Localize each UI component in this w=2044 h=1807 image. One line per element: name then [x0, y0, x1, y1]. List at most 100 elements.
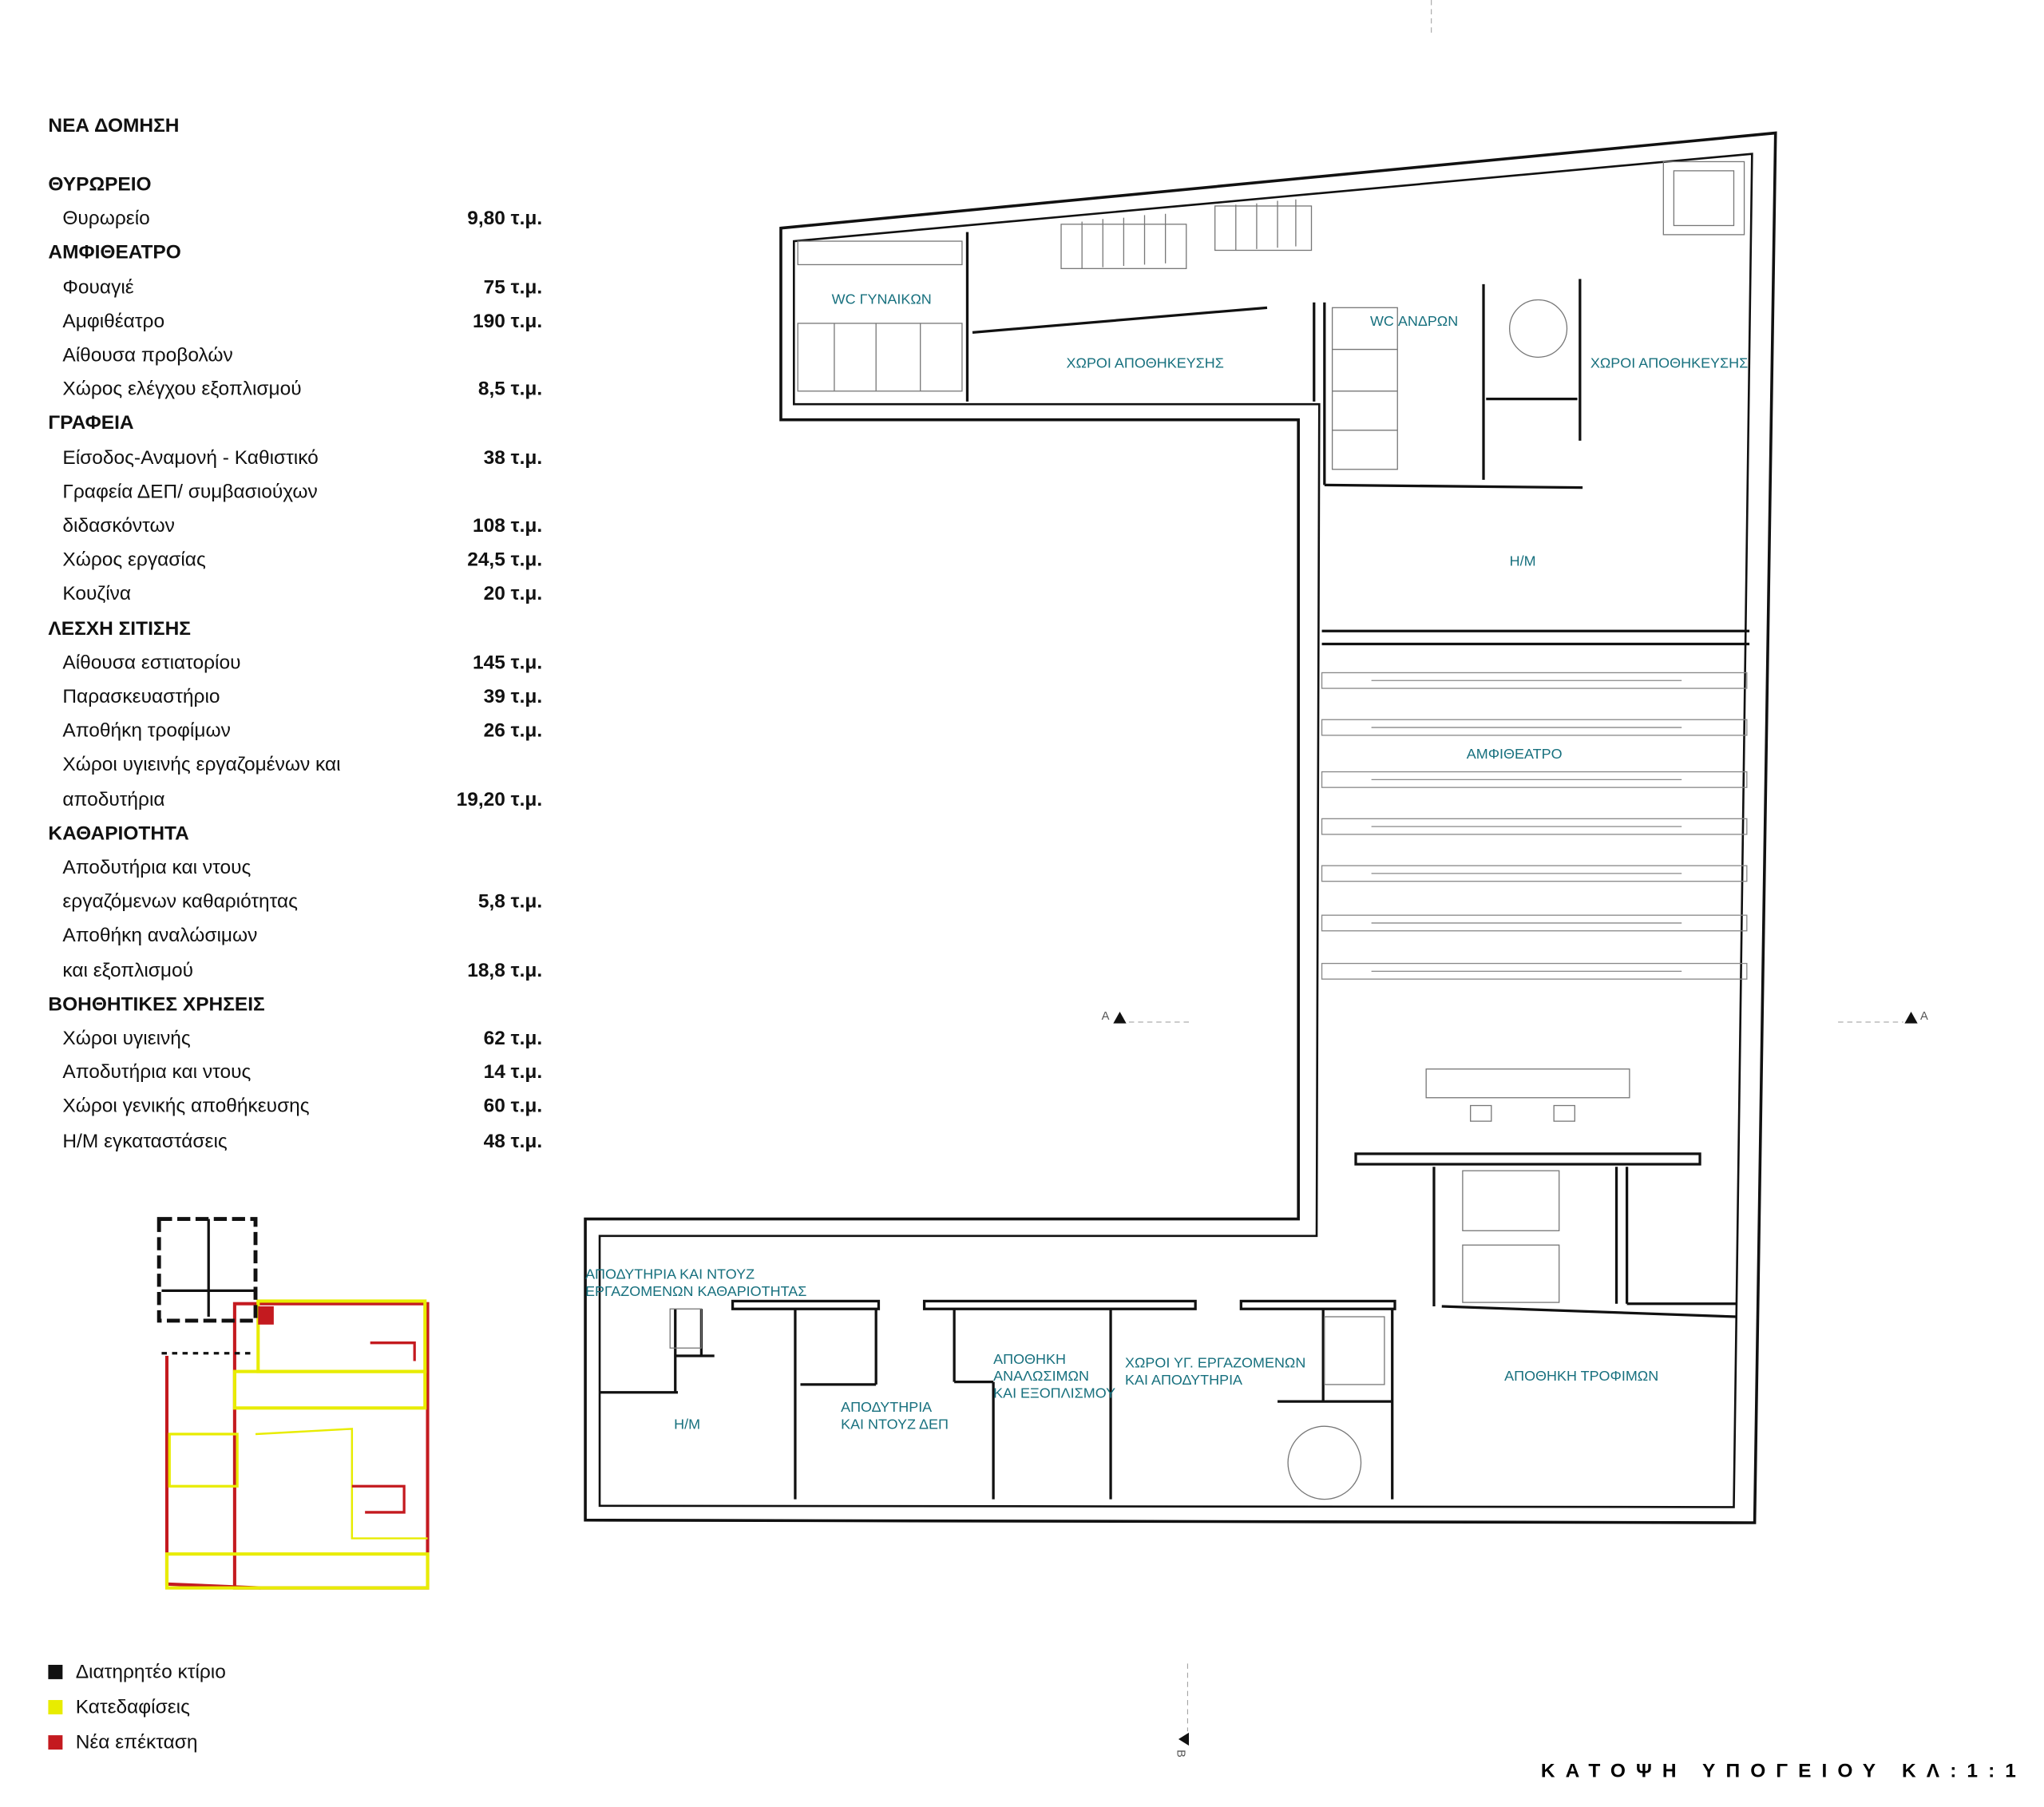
seat-row — [1321, 962, 1748, 980]
schedule-label: αποδυτήρια — [62, 788, 165, 810]
legend-swatch — [48, 1735, 63, 1750]
schedule-label: ΛΕΣΧΗ ΣΙΤΙΣΗΣ — [48, 617, 191, 640]
schedule-row: Χώροι γενικής αποθήκευσης 60 τ.μ. — [0, 1096, 548, 1122]
schedule-area: 19,20 τ.μ. — [456, 788, 543, 810]
seat-row — [1321, 914, 1748, 932]
schedule-label: ΓΡΑΦΕΙΑ — [48, 412, 134, 435]
schedule-heading: ΑΜΦΙΘΕΑΤΡΟ — [0, 242, 548, 268]
schedule-area: 18,8 τ.μ. — [467, 959, 543, 981]
legend-label: Κατεδαφίσεις — [75, 1696, 190, 1718]
schedule-area: 108 τ.μ. — [473, 514, 543, 537]
room-label-storage: ΧΩΡΟΙ ΑΠΟΘΗΚΕΥΣΗΣ — [1590, 355, 1749, 372]
legend-item: Κατεδαφίσεις — [48, 1696, 190, 1718]
section-a-right-arrow-icon — [1904, 1011, 1918, 1024]
room-label-food-storage: ΑΠΟΘΗΚΗ ΤΡΟΦΙΜΩΝ — [1504, 1369, 1659, 1385]
section-b-arrow-icon — [1178, 1732, 1190, 1746]
schedule-area: 39 τ.μ. — [483, 685, 543, 708]
schedule-row: Αποδυτήρια και ντους — [0, 857, 548, 883]
legend-swatch — [48, 1700, 63, 1715]
section-arrows — [1113, 1011, 1918, 1746]
schedule-area: 60 τ.μ. — [483, 1096, 543, 1118]
schedule-title: ΝΕΑ ΔΟΜΗΣΗ — [48, 114, 180, 137]
schedule-area: 20 τ.μ. — [483, 583, 543, 606]
schedule-label: ΒΟΗΘΗΤΙΚΕΣ ΧΡΗΣΕΙΣ — [48, 993, 265, 1016]
schedule-area: 9,80 τ.μ. — [467, 207, 543, 230]
schedule-label: Χώροι γενικής αποθήκευσης — [62, 1096, 310, 1118]
schedule-row: Είσοδος-Αναμονή - Καθιστικό 38 τ.μ. — [0, 446, 548, 473]
schedule-heading: ΚΑΘΑΡΙΟΤΗΤΑ — [0, 822, 548, 849]
schedule-label: εργαζόμενων καθαριότητας — [62, 890, 298, 913]
seat-row — [1321, 818, 1748, 835]
room-label-wc-women: WC ΓΥΝΑΙΚΩΝ — [831, 291, 932, 308]
schedule-row: Αίθουσα προβολών — [0, 344, 548, 371]
schedule-row: Αίθουσα εστιατορίου 145 τ.μ. — [0, 652, 548, 678]
seat-row — [1321, 719, 1748, 736]
schedule-label: Η/Μ εγκαταστάσεις — [62, 1129, 228, 1152]
section-b-label: B — [1175, 1750, 1188, 1757]
schedule-area: 5,8 τ.μ. — [477, 890, 543, 913]
legend-item: Νέα επέκταση — [48, 1731, 197, 1754]
label-line: ΚΑΙ ΑΠΟΔΥΤΗΡΙΑ — [1125, 1373, 1243, 1389]
schedule-label: Αποθήκη τροφίμων — [62, 719, 231, 743]
label-line: ΕΡΓΑΖΟΜΕΝΩΝ ΚΑΘΑΡΙΟΤΗΤΑΣ — [585, 1284, 807, 1300]
schedule-row: εργαζόμενων καθαριότητας 5,8 τ.μ. — [0, 890, 548, 917]
schedule-heading: ΓΡΑΦΕΙΑ — [0, 413, 548, 439]
room-label-amphitheatre: ΑΜΦΙΘΕΑΤΡΟ — [1466, 747, 1563, 763]
legend-label: Διατηρητέο κτίριο — [75, 1661, 226, 1683]
room-label-storage: ΧΩΡΟΙ ΑΠΟΘΗΚΕΥΣΗΣ — [1066, 355, 1224, 372]
schedule-area: 38 τ.μ. — [483, 446, 543, 470]
schedule-row: Χώροι υγιεινής εργαζομένων και — [0, 754, 548, 780]
seat-row — [1321, 672, 1748, 689]
schedule-area: 145 τ.μ. — [473, 652, 543, 674]
schedule-label: Χώροι υγιεινής εργαζομένων και — [62, 754, 341, 777]
schedule-label: Χώρος ελέγχου εξοπλισμού — [62, 378, 302, 401]
schedule-label: Είσοδος-Αναμονή - Καθιστικό — [62, 446, 319, 470]
schedule-label: Αποθήκη αναλώσιμων — [62, 925, 258, 947]
schedule-heading: ΘΥΡΩΡΕΙΟ — [0, 173, 548, 200]
schedule-label: ΑΜΦΙΘΕΑΤΡΟ — [48, 241, 181, 264]
section-a-label: A — [1919, 1009, 1928, 1023]
section-a-label: A — [1101, 1009, 1110, 1023]
room-label-wc-men: WC ΑΝΔΡΩΝ — [1369, 314, 1459, 331]
schedule-label: Αίθουσα προβολών — [62, 344, 233, 367]
schedule-label: Χώρος εργασίας — [62, 549, 206, 572]
schedule-heading: ΒΟΗΘΗΤΙΚΕΣ ΧΡΗΣΕΙΣ — [0, 993, 548, 1020]
label-line: ΚΑΙ ΝΤΟΥΖ ΔΕΠ — [841, 1417, 949, 1433]
schedule-area: 8,5 τ.μ. — [477, 378, 543, 401]
schedule-label: Παρασκευαστήριο — [62, 685, 220, 708]
schedule-label: Αίθουσα εστιατορίου — [62, 652, 241, 674]
schedule-label: ΚΑΘΑΡΙΟΤΗΤΑ — [48, 822, 189, 845]
label-line: ΑΠΟΔΥΤΗΡΙΑ ΚΑΙ ΝΤΟΥΖ — [585, 1266, 755, 1283]
schedule-row: Παρασκευαστήριο 39 τ.μ. — [0, 686, 548, 712]
schedule-row: Χώρος ελέγχου εξοπλισμού 8,5 τ.μ. — [0, 378, 548, 405]
section-a-left-arrow-icon — [1113, 1011, 1127, 1024]
legend-label: Νέα επέκταση — [75, 1731, 198, 1754]
schedule-label: και εξοπλισμού — [62, 959, 194, 981]
room-label-hm: Η/Μ — [1509, 553, 1536, 570]
schedule-label: Αποδυτήρια και ντους — [62, 856, 252, 879]
schedule-label: Κουζίνα — [62, 583, 132, 606]
schedule-label: Αποδυτήρια και ντους — [62, 1061, 252, 1084]
schedule-area: 190 τ.μ. — [473, 310, 543, 333]
schedule-row: Κουζίνα 20 τ.μ. — [0, 583, 548, 609]
label-line: ΑΠΟΔΥΤΗΡΙΑ — [841, 1400, 933, 1417]
legend-swatch — [48, 1664, 63, 1679]
schedule-row: Αποθήκη αναλώσιμων — [0, 925, 548, 951]
schedule-label: ΘΥΡΩΡΕΙΟ — [48, 173, 152, 196]
schedule-row: Γραφεία ΔΕΠ/ συμβασιούχων — [0, 481, 548, 507]
fixtures — [669, 160, 1745, 1500]
label-line: ΑΝΑΛΩΣΙΜΩΝ — [993, 1369, 1089, 1385]
